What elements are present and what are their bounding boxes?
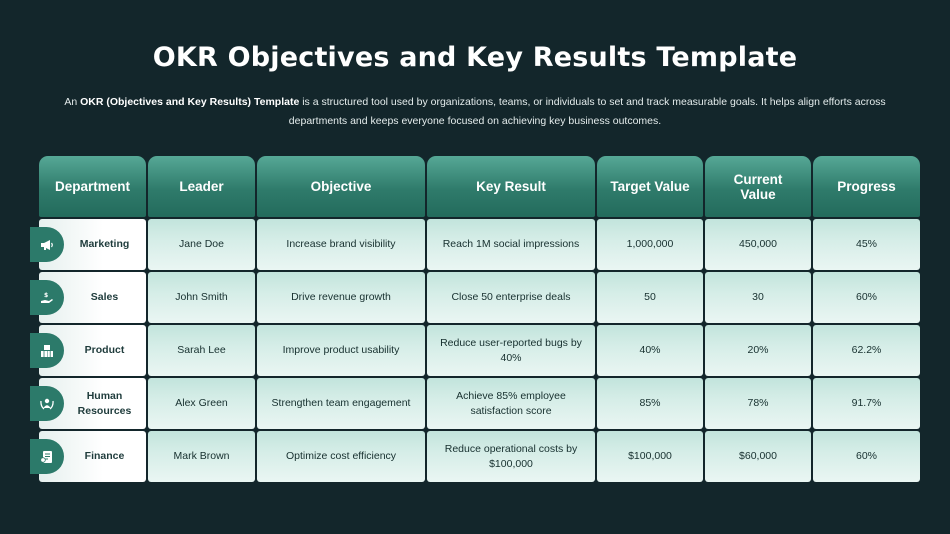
header-objective: Objective [257,156,425,217]
okr-table: Department Leader Objective Key Result T… [30,156,920,484]
department-label: Product [84,344,125,356]
table-row: Finance Mark Brown Optimize cost efficie… [30,431,920,482]
key-result-cell: Reach 1M social impressions [427,219,595,270]
objective-cell: Optimize cost efficiency [257,431,425,482]
objective-cell: Drive revenue growth [257,272,425,323]
progress-cell: 60% [813,272,920,323]
leader-cell: Mark Brown [148,431,255,482]
leader-cell: Alex Green [148,378,255,429]
key-result-cell: Achieve 85% employee satisfaction score [427,378,595,429]
table-row: Product Sarah Lee Improve product usabil… [30,325,920,376]
table-row: $ Sales John Smith Drive revenue growth … [30,272,920,323]
current-value-cell: 20% [705,325,811,376]
current-value-cell: 450,000 [705,219,811,270]
boxes-icon [30,333,64,368]
header-target-value: Target Value [597,156,703,217]
department-cell: Product [30,325,146,376]
objective-cell: Increase brand visibility [257,219,425,270]
table-row: Marketing Jane Doe Increase brand visibi… [30,219,920,270]
department-label: Marketing [79,238,130,250]
intro-bold: OKR (Objectives and Key Results) Templat… [80,96,300,108]
department-cell: $ Sales [30,272,146,323]
current-value-cell: 30 [705,272,811,323]
svg-text:$: $ [44,292,48,299]
target-value-cell: 1,000,000 [597,219,703,270]
header-leader: Leader [148,156,255,217]
header-key-result: Key Result [427,156,595,217]
current-value-cell: $60,000 [705,431,811,482]
progress-cell: 62.2% [813,325,920,376]
target-value-cell: 50 [597,272,703,323]
leader-cell: Jane Doe [148,219,255,270]
leader-cell: Sarah Lee [148,325,255,376]
target-value-cell: 40% [597,325,703,376]
money-hand-icon: $ [30,280,64,315]
target-value-cell: $100,000 [597,431,703,482]
current-value-cell: 78% [705,378,811,429]
progress-cell: 91.7% [813,378,920,429]
intro-text: An OKR (Objectives and Key Results) Temp… [50,93,900,131]
megaphone-icon [30,227,64,262]
key-result-cell: Reduce user-reported bugs by 40% [427,325,595,376]
department-label: Human Resources [77,389,132,417]
objective-cell: Strengthen team engagement [257,378,425,429]
key-result-cell: Reduce operational costs by $100,000 [427,431,595,482]
objective-cell: Improve product usability [257,325,425,376]
header-progress: Progress [813,156,920,217]
intro-prefix: An [64,96,81,108]
invoice-icon [30,439,64,474]
people-icon [30,386,64,421]
progress-cell: 60% [813,431,920,482]
header-department: Department [39,156,146,217]
progress-cell: 45% [813,219,920,270]
intro-rest: is a structured tool used by organizatio… [288,96,886,127]
leader-cell: John Smith [148,272,255,323]
target-value-cell: 85% [597,378,703,429]
department-label: Sales [90,291,119,303]
header-current-value: Current Value [705,156,811,217]
department-cell: Marketing [30,219,146,270]
page-title: OKR Objectives and Key Results Template [152,42,798,73]
department-cell: Finance [30,431,146,482]
department-cell: Human Resources [30,378,146,429]
key-result-cell: Close 50 enterprise deals [427,272,595,323]
table-header-row: Department Leader Objective Key Result T… [39,156,920,217]
table-row: Human Resources Alex Green Strengthen te… [30,378,920,429]
department-label: Finance [84,450,125,462]
